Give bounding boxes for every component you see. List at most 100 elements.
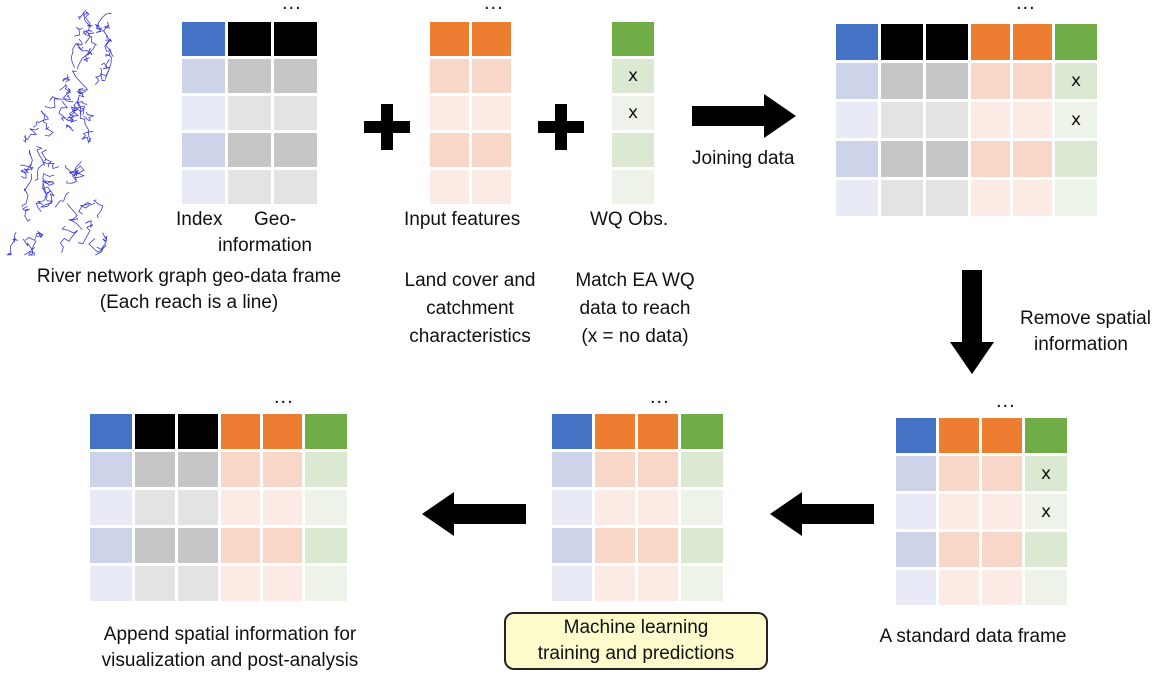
input-cell (982, 494, 1022, 529)
index-cell (896, 570, 936, 605)
river-reach-line (49, 96, 59, 101)
index-cell (90, 528, 132, 563)
river-reach-line (81, 130, 94, 144)
wq-observations-table: x x (612, 22, 654, 204)
wq-missing-cell: x (1055, 102, 1097, 138)
river-reach-line (40, 181, 53, 208)
river-reach-line (40, 187, 55, 208)
input-cell (263, 566, 302, 601)
input-cell (595, 452, 635, 487)
geo-header-cell (135, 414, 175, 449)
wq-obs-label: WQ Obs. (590, 209, 669, 230)
river-reach-line (68, 161, 85, 181)
index-cell (90, 490, 132, 525)
river-reach-line (77, 88, 85, 114)
input-cell (971, 63, 1010, 99)
input-cell (982, 532, 1022, 567)
river-reach-line (44, 94, 71, 109)
river-reach-line (105, 35, 112, 57)
index-cell (552, 566, 592, 601)
wq-missing-cell: x (612, 59, 654, 93)
right-arrow-icon (692, 94, 796, 138)
river-reach-line (83, 11, 94, 28)
down-arrow-icon (950, 270, 994, 374)
river-reach-line (88, 238, 104, 256)
geo-cell (274, 170, 317, 204)
river-reach-line (82, 47, 91, 63)
index-header-cell (552, 414, 592, 449)
river-reach-line (22, 205, 31, 222)
river-reach-line (94, 23, 102, 33)
wq-missing-cell: x (612, 96, 654, 130)
input-cell (939, 456, 979, 491)
index-cell (552, 490, 592, 525)
input-header-cell (221, 414, 260, 449)
river-reach-line (66, 173, 86, 184)
wq-cell (1055, 141, 1097, 177)
ellipsis: ... (996, 390, 1016, 412)
geo-cell (274, 96, 317, 130)
river-reach-line (63, 87, 74, 103)
remove-spatial-line2: information (1034, 334, 1128, 355)
river-reach-line (78, 9, 87, 20)
ellipsis: ... (1016, 0, 1036, 14)
input-cell (221, 490, 260, 525)
geo-cell (881, 180, 923, 216)
index-cell (552, 452, 592, 487)
ellipsis: ... (274, 386, 294, 408)
geo-cell (274, 59, 317, 93)
missing-mark: x (1070, 110, 1082, 130)
ellipsis: ... (282, 0, 302, 14)
input-cell (638, 452, 678, 487)
wq-cell (305, 490, 347, 525)
river-reach-line (77, 219, 94, 244)
input-cell (263, 528, 302, 563)
geo-cell (926, 102, 968, 138)
river-reach-line (62, 74, 71, 83)
left-arrow-icon (770, 492, 874, 536)
input-cell (472, 59, 511, 93)
geo-cell (178, 490, 218, 525)
river-reach-line (96, 12, 112, 33)
geo-header-cell (178, 414, 218, 449)
index-cell (90, 452, 132, 487)
missing-mark: x (1040, 463, 1052, 484)
input-cell (971, 102, 1010, 138)
input-features-label: Input features (404, 209, 521, 230)
input-cell (971, 141, 1010, 177)
index-cell (182, 133, 225, 167)
index-cell (90, 566, 132, 601)
input-cell (982, 456, 1022, 491)
left-arrow-icon (422, 492, 526, 536)
input-cell (1013, 102, 1052, 138)
index-cell (896, 456, 936, 491)
wq-cell (1025, 570, 1067, 605)
ellipsis: ... (650, 386, 670, 408)
river-reach-line (96, 232, 107, 251)
river-reach-line (83, 29, 95, 44)
river-reach-line (93, 199, 104, 219)
input-cell (221, 566, 260, 601)
input-cell (472, 96, 511, 130)
geo-cell (178, 566, 218, 601)
river-reach-line (41, 149, 53, 166)
input-cell (430, 170, 469, 204)
input-cell (595, 490, 635, 525)
input-cell (1013, 180, 1052, 216)
landcover-caption-line1: Land cover and (404, 270, 536, 291)
geo-cell (926, 180, 968, 216)
index-cell (836, 102, 878, 138)
river-reach-line (23, 127, 39, 143)
wq-cell (681, 566, 723, 601)
input-cell (472, 170, 511, 204)
input-cell (638, 528, 678, 563)
geo-cell (881, 141, 923, 177)
input-cell (430, 59, 469, 93)
geo-cell (178, 528, 218, 563)
river-reach-line (24, 240, 37, 256)
geo-header-cell (228, 22, 271, 56)
plus-icon (364, 104, 410, 150)
input-cell (430, 133, 469, 167)
joining-data-label: Joining data (692, 148, 795, 169)
